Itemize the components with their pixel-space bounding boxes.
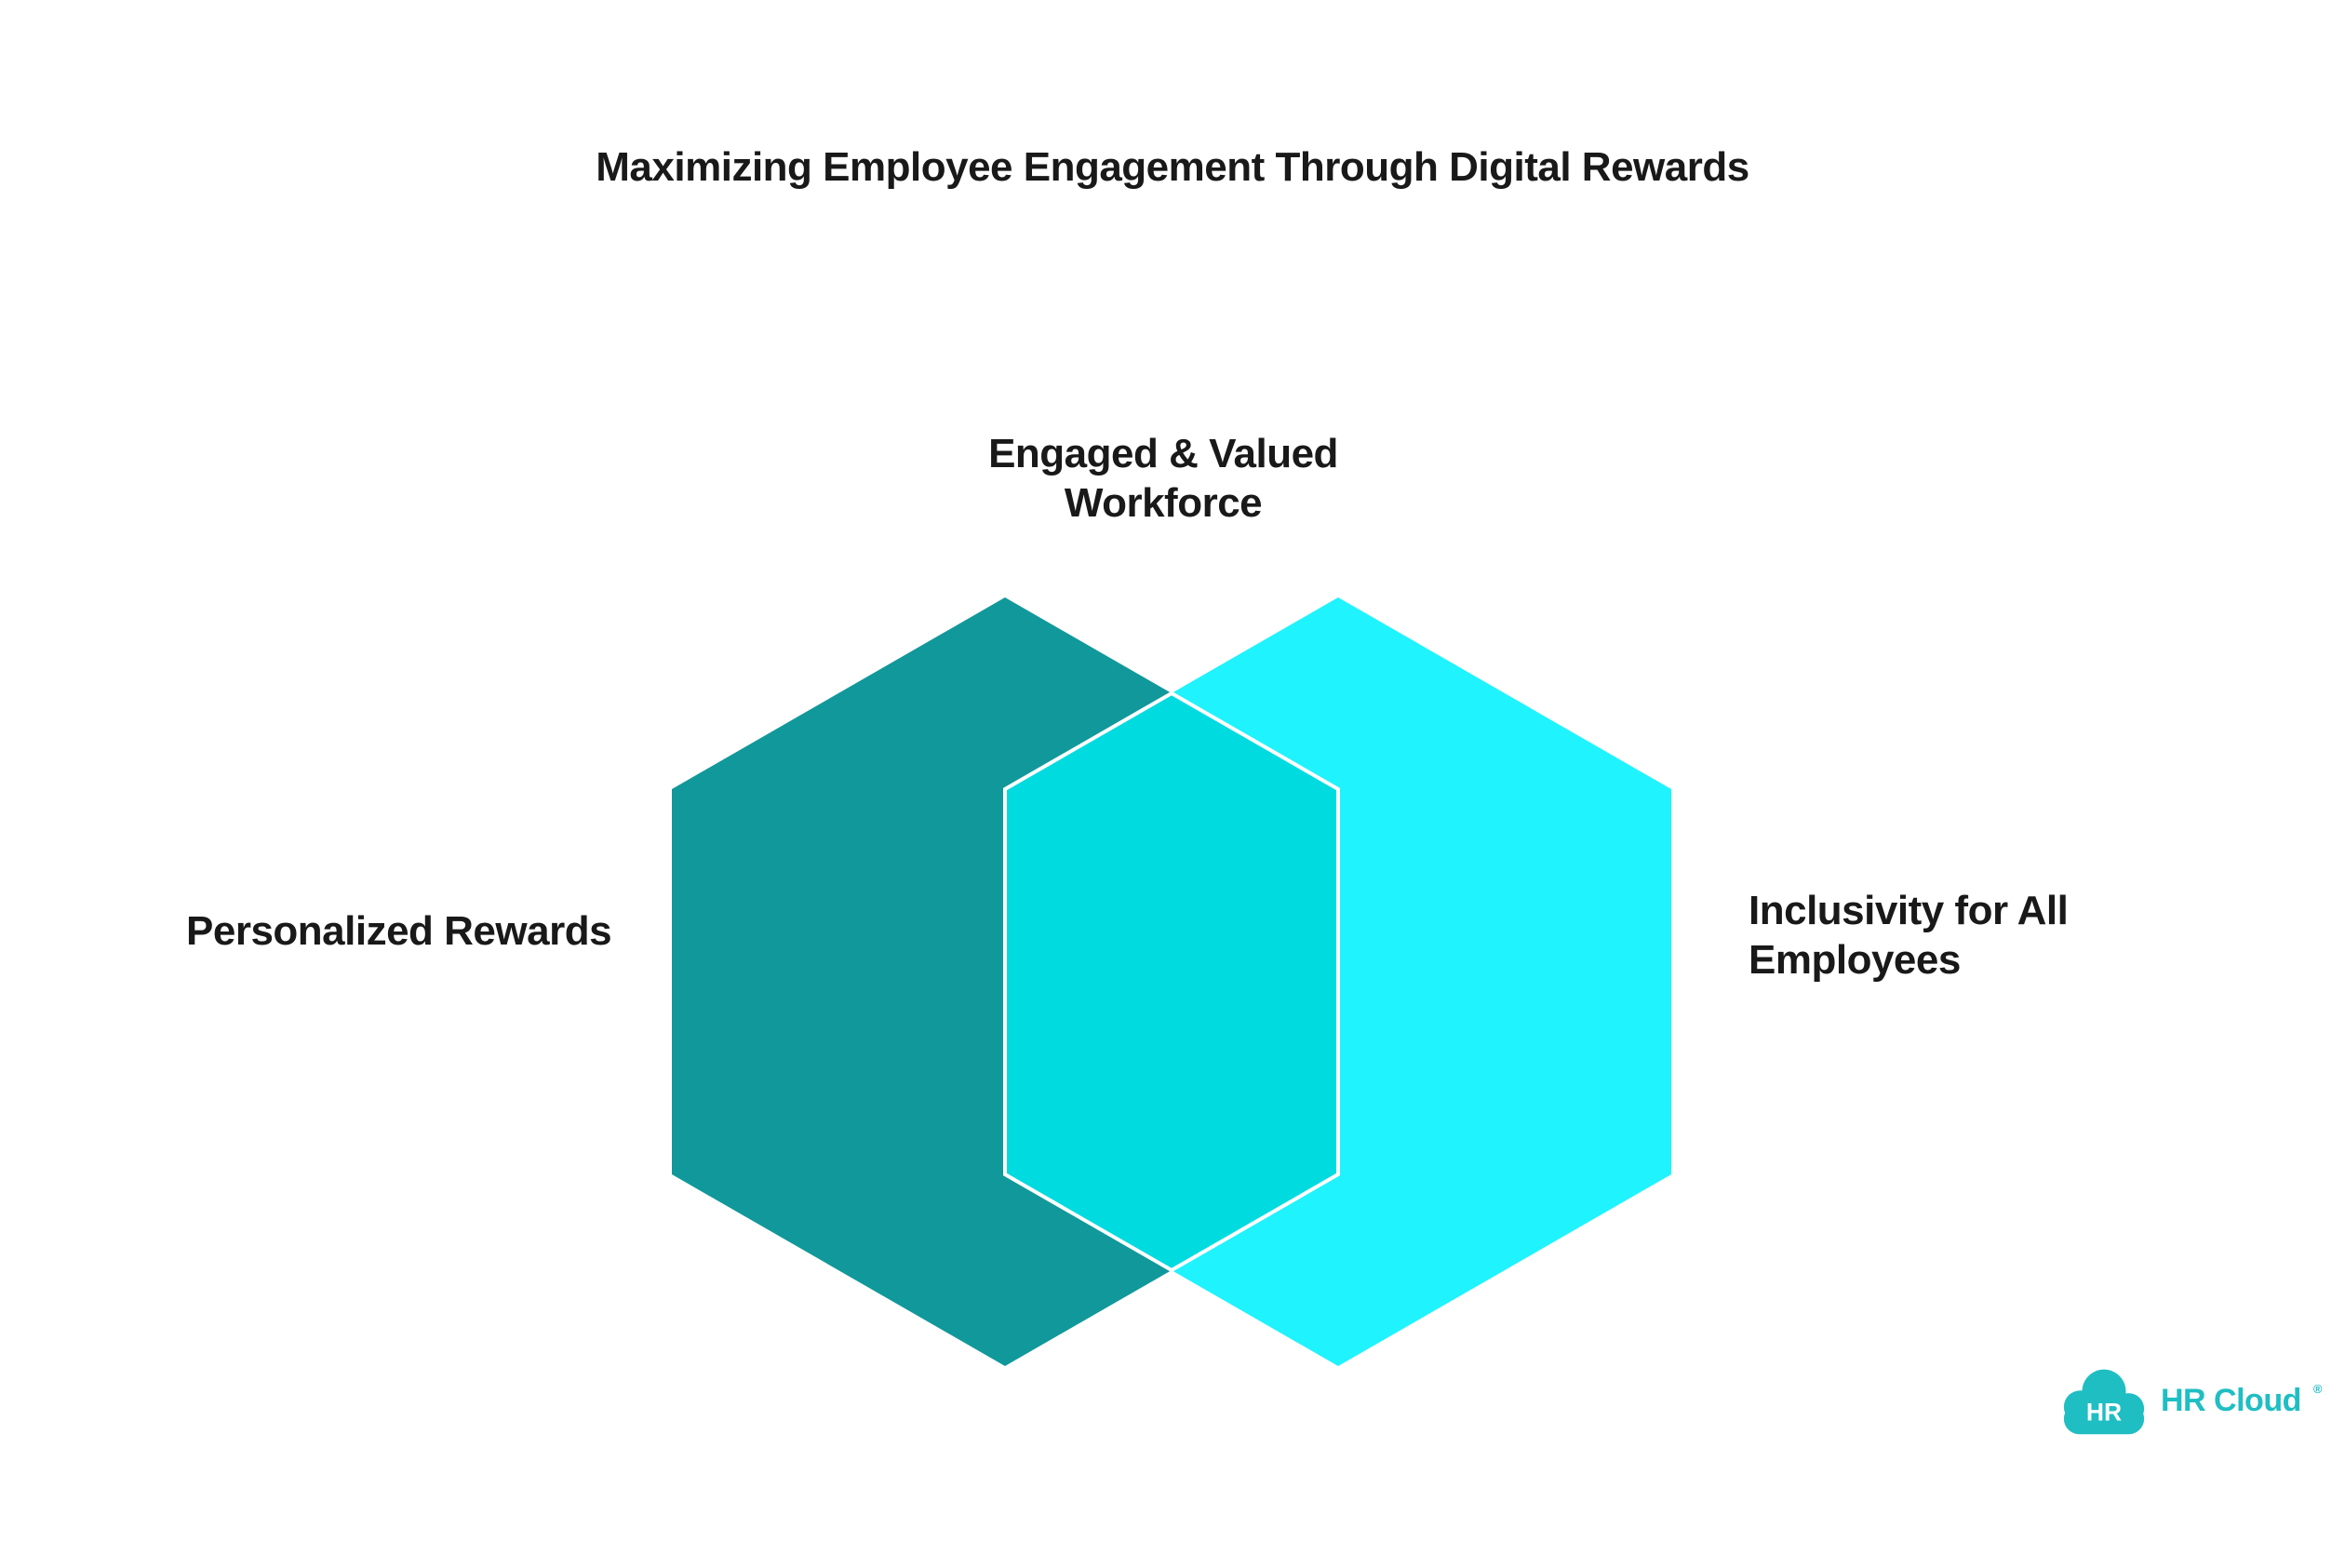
- top-label: Engaged & Valued Workforce: [988, 431, 1338, 526]
- right-label: Inclusivity for All Employees: [1749, 888, 2069, 983]
- registered-trademark-mark: ®: [2312, 1381, 2323, 1396]
- overlap-hexagon: [1003, 690, 1340, 1273]
- cloud-shape: [2063, 1369, 2145, 1435]
- left-label: Personalized Rewards: [186, 908, 612, 954]
- brand-wordmark: HR Cloud: [2161, 1382, 2301, 1418]
- cloud-icon: HR: [2063, 1369, 2145, 1435]
- page-title: Maximizing Employee Engagement Through D…: [596, 144, 1749, 190]
- cloud-badge-text: HR: [2086, 1399, 2122, 1427]
- hr-cloud-logo: HR HR Cloud ®: [2058, 1366, 2322, 1435]
